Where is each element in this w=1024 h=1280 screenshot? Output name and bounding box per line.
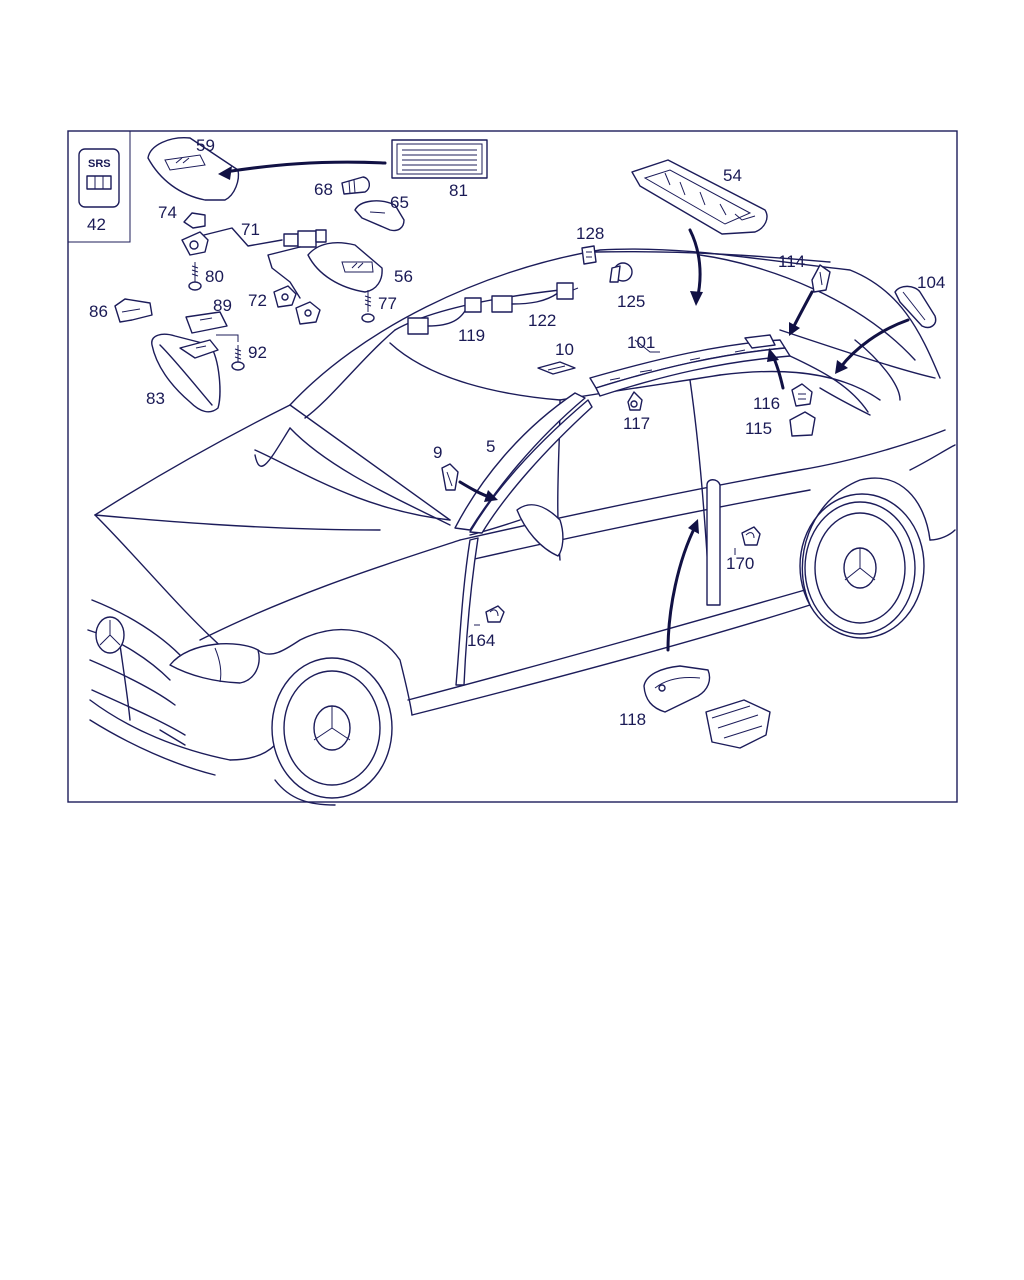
srs-label: SRS (88, 158, 111, 170)
clip-117 (627, 391, 643, 411)
clip-115 (789, 411, 816, 437)
clip-164 (485, 605, 505, 623)
label-65: 65 (390, 193, 409, 212)
sun-visor-59 (147, 137, 240, 201)
label-80: 80 (205, 267, 224, 286)
label-128: 128 (576, 224, 604, 243)
rearview-mirror-83 (151, 333, 221, 413)
label-115: 115 (745, 419, 772, 438)
label-83: 83 (146, 389, 165, 408)
overhead-console-54 (631, 159, 768, 235)
clip-9 (441, 463, 459, 491)
label-71: 71 (241, 220, 260, 239)
diagram-frame (67, 130, 958, 803)
bracket-74-base (181, 231, 209, 256)
label-86: 86 (89, 302, 108, 321)
inset-number: 42 (87, 215, 106, 234)
sun-visor-56 (307, 242, 383, 293)
label-125: 125 (617, 292, 645, 311)
label-164: 164 (467, 631, 495, 650)
bulb-68 (341, 176, 370, 195)
lamp-cover-65 (354, 200, 405, 232)
label-89: 89 (213, 296, 232, 315)
speaker-118 (705, 699, 771, 749)
harness-71 (199, 227, 327, 299)
screw-80 (188, 262, 202, 291)
clip-170 (741, 526, 761, 546)
pad-10 (537, 361, 576, 375)
clip-116 (791, 383, 813, 407)
label-5: 5 (486, 437, 495, 456)
srs-inset: SRS 42 (68, 131, 131, 243)
clip-125 (609, 262, 633, 283)
grab-handle-122 (491, 282, 579, 313)
label-10: 10 (555, 340, 574, 359)
label-118: 118 (619, 710, 646, 729)
retainer-72 (273, 285, 297, 308)
roof-trim-101 (589, 334, 791, 397)
label-114: 114 (778, 252, 805, 271)
cover-89 (185, 311, 228, 334)
label-122: 122 (528, 311, 556, 330)
speaker-cover-118 (643, 665, 711, 713)
label-116: 116 (753, 394, 780, 413)
grab-handle-119 (407, 297, 482, 335)
label-92: 92 (248, 343, 267, 362)
clip-128 (581, 245, 597, 265)
label-72: 72 (248, 291, 267, 310)
label-59: 59 (196, 136, 215, 155)
grab-handle-104 (894, 285, 937, 329)
clip-114 (811, 264, 831, 293)
label-plate-81 (391, 139, 488, 179)
label-74: 74 (158, 203, 177, 222)
label-77: 77 (378, 294, 397, 313)
label-56: 56 (394, 267, 413, 286)
label-81: 81 (449, 181, 468, 200)
b-pillar-trim-170 (706, 479, 721, 606)
screw-92 (216, 334, 245, 371)
screw-77 (361, 290, 375, 323)
sensor-86 (114, 298, 153, 323)
retainer-near-72 (295, 301, 321, 325)
label-54: 54 (723, 166, 742, 185)
label-170: 170 (726, 554, 754, 573)
clip-74 (183, 212, 206, 229)
label-101: 101 (627, 333, 655, 352)
label-117: 117 (623, 414, 650, 433)
pillar-trim-164 (455, 537, 479, 686)
label-9: 9 (433, 443, 442, 462)
label-68: 68 (314, 180, 333, 199)
car-body-outline (87, 248, 956, 806)
label-104: 104 (917, 273, 945, 292)
label-119: 119 (458, 326, 485, 345)
